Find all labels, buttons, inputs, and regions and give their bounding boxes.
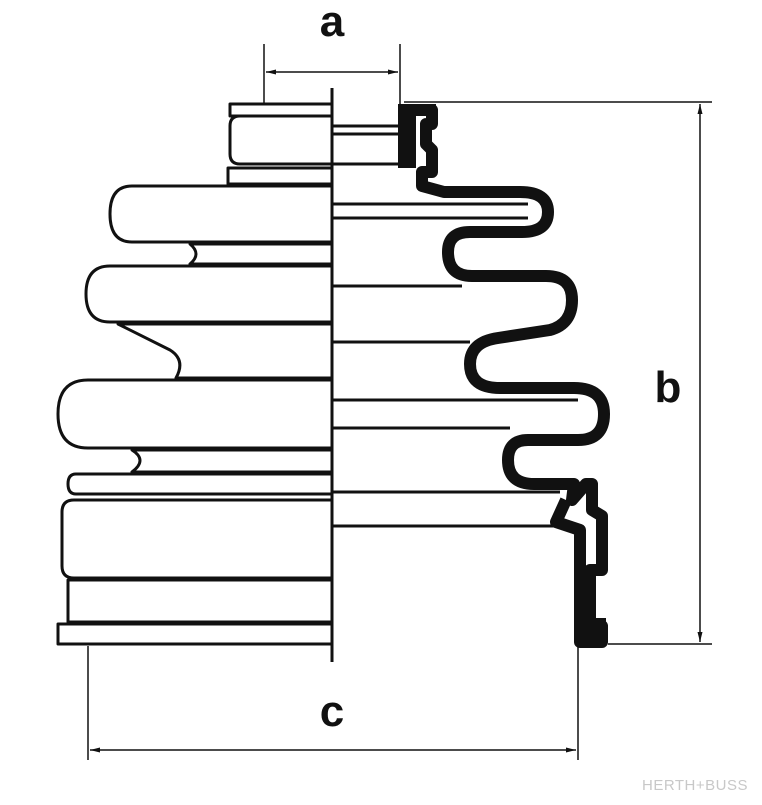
bellows-valley-1 bbox=[188, 242, 332, 266]
dim-label-a: a bbox=[320, 0, 345, 46]
dimension-lines bbox=[87, 44, 712, 760]
bellows-fold-3 bbox=[56, 378, 332, 450]
bellows-fold-2 bbox=[84, 264, 332, 324]
dim-label-c: c bbox=[320, 687, 344, 736]
section-wall-profile bbox=[404, 104, 610, 648]
dim-label-b: b bbox=[655, 363, 682, 412]
lower-band bbox=[66, 578, 334, 624]
bellows-fold-1 bbox=[108, 184, 332, 244]
boot-exterior-outline bbox=[56, 102, 334, 646]
top-neck bbox=[228, 114, 332, 166]
bottom-flange bbox=[56, 622, 334, 646]
section-inner-lines bbox=[332, 124, 578, 528]
top-flange bbox=[228, 102, 334, 118]
brand-watermark: HERTH+BUSS bbox=[642, 777, 748, 794]
neck-collar bbox=[226, 166, 334, 186]
boot-section-view bbox=[332, 104, 610, 648]
bellows-valley-2 bbox=[116, 322, 332, 380]
bellows-valley-3 bbox=[130, 448, 332, 474]
lower-ring bbox=[66, 472, 332, 496]
section-solid-parts bbox=[398, 104, 606, 644]
large-collar bbox=[60, 498, 332, 580]
